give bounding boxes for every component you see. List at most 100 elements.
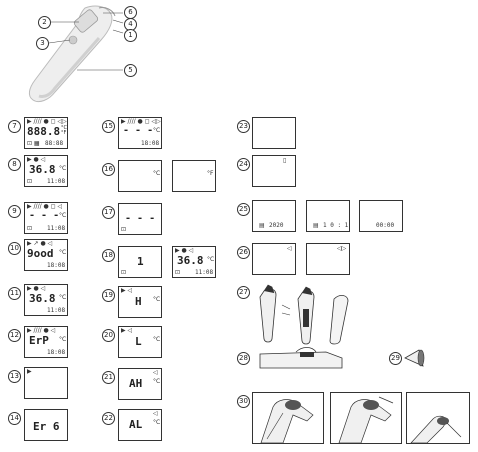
figure-12-clock: 18:08 — [47, 349, 66, 356]
figure-25-time: 00:00 — [376, 222, 395, 229]
figure-19-main-reading: H — [135, 295, 142, 308]
figure-9-main-reading: - - - — [29, 210, 60, 221]
figure-18-memory-icon: ⊡ — [121, 269, 127, 276]
figure-8-unit: °C — [59, 165, 67, 172]
figure-18-stored-unit: °C — [207, 256, 215, 263]
figure-26-display-a: ◁ — [252, 243, 296, 275]
figure-16-display-fahrenheit: °F — [172, 160, 216, 192]
figure-21-number: 21 — [102, 371, 115, 384]
figure-24-battery-icon: ▯ — [283, 157, 287, 164]
figure-26-number: 26 — [237, 246, 250, 259]
figure-9-clock: 11:08 — [47, 225, 66, 232]
figure-8-main-reading: 36.8 — [29, 163, 56, 176]
figure-19-display: ▶ ◁ H °C — [118, 286, 162, 318]
figure-13-display: ▶ — [24, 367, 68, 399]
figure-20-unit: °C — [153, 336, 161, 343]
figure-9-status-icons: ▶ //// ● ◻ ◁ — [27, 203, 63, 210]
figure-22-status-icon: ◁ — [153, 410, 158, 417]
figure-18-display-reading: ▶ ● ◁ 36.8 °C ⊡ 11:08 — [172, 246, 216, 278]
figure-25-year-icon: ▤ — [259, 222, 265, 229]
figure-8-status-icons: ▶ ● ◁ — [27, 156, 46, 163]
figure-26-display-b: ◁▷ — [306, 243, 350, 275]
figure-18-stored-clock: 11:08 — [195, 269, 214, 276]
figure-21-status-icon: ◁ — [153, 369, 158, 376]
figure-29-lens-illustration — [404, 349, 425, 367]
callout-2: 2 — [38, 16, 51, 29]
figure-9-unit: °C — [59, 212, 67, 219]
figure-29-number: 29 — [389, 352, 402, 365]
figure-18-display-index: 1 ⊡ — [118, 246, 162, 278]
figure-18-memory-index: 1 — [137, 255, 144, 268]
figure-25-display-year: ▤ 2020 — [252, 200, 296, 232]
figure-7-display: ▶ //// ● ◻ ◁▷ 888.8 °C °F ⊡ ▦ 88:88 — [24, 117, 68, 149]
figure-7-status-icons: ▶ //// ● ◻ ◁▷ — [27, 118, 67, 125]
thermometer-illustration — [28, 5, 124, 103]
figure-15-status-icons: ▶ //// ● ◻ ◁▷ — [121, 118, 161, 125]
figure-11-number: 11 — [8, 287, 21, 300]
figure-18-stored-reading: 36.8 — [177, 254, 204, 267]
figure-11-main-reading: 36.8 — [29, 292, 56, 305]
figure-14-main-reading: Er 6 — [33, 420, 60, 433]
figure-24-number: 24 — [237, 158, 250, 171]
figure-11-display: ▶ ● ◁ 36.8 °C 11:08 — [24, 284, 68, 316]
figure-18-number: 18 — [102, 249, 115, 262]
figure-17-number: 17 — [102, 206, 115, 219]
figure-25-year: 2020 — [269, 222, 284, 229]
figure-11-unit: °C — [59, 294, 67, 301]
figure-18-status-icons: ▶ ● ◁ — [175, 247, 194, 254]
figure-19-unit: °C — [153, 296, 161, 303]
figure-30-panel-3-illustration — [410, 415, 462, 443]
figure-25-date: 1 0 : 1 — [323, 222, 349, 229]
figure-12-unit: °C — [59, 336, 67, 343]
figure-16-display-celsius: °C — [118, 160, 162, 192]
figure-21-unit: °C — [153, 378, 161, 385]
callout-5: 5 — [124, 64, 137, 77]
figure-20-number: 20 — [102, 329, 115, 342]
figure-9-number: 9 — [8, 205, 21, 218]
figure-16-number: 16 — [102, 163, 115, 176]
figure-7-memory-icons: ⊡ ▦ — [27, 140, 40, 147]
callout-1: 1 — [124, 29, 137, 42]
figure-25-display-time: 00:00 — [359, 200, 403, 232]
figure-9-display: ▶ //// ● ◻ ◁ - - - °C ⊡ 11:08 — [24, 202, 68, 234]
figure-10-number: 10 — [8, 242, 21, 255]
figure-9-memory-icon: ⊡ — [27, 225, 33, 232]
figure-17-memory-icon: ⊡ — [121, 226, 127, 233]
figure-27-probe-cover-illustration — [259, 284, 349, 345]
figure-7-clock: 88:88 — [45, 140, 64, 147]
figure-20-display: ▶ ◁ L °C — [118, 326, 162, 358]
figure-10-status-icons: ▶ ↗ ● ◁ — [27, 240, 53, 247]
figure-26-sound-icon: ◁ — [287, 245, 292, 252]
figure-17-display: - - - ⊡ — [118, 203, 162, 235]
figure-30-panel-2-illustration — [338, 396, 394, 443]
figure-23-number: 23 — [237, 120, 250, 133]
figure-25-date-icon: ▤ — [313, 222, 319, 229]
figure-15-main-reading: - - - — [123, 125, 154, 136]
figure-23-display — [252, 117, 296, 149]
figure-20-status-icons: ▶ ◁ — [121, 327, 133, 334]
figure-12-main-reading: ErP — [29, 334, 49, 347]
figure-21-main-reading: AH — [129, 377, 143, 390]
figure-15-number: 15 — [102, 120, 115, 133]
figure-25-number: 25 — [237, 203, 250, 216]
figure-7-main-reading: 888.8 — [27, 125, 61, 138]
figure-10-unit: °C — [59, 249, 67, 256]
figure-13-number: 13 — [8, 370, 21, 383]
figure-17-main-reading: - - - — [125, 213, 156, 224]
figure-8-memory-icon: ⊡ — [27, 178, 33, 185]
figure-15-unit: °C — [153, 127, 161, 134]
figure-12-display: ▶ //// ● ◁ ErP °C 18:08 — [24, 326, 68, 358]
figure-24-display: ▯ — [252, 155, 296, 187]
figure-8-number: 8 — [8, 158, 21, 171]
figure-10-display: ▶ ↗ ● ◁ 9ood °C 18:08 — [24, 239, 68, 271]
figure-10-clock: 18:08 — [47, 262, 66, 269]
figure-13-status-icon: ▶ — [27, 368, 32, 375]
figure-12-number: 12 — [8, 329, 21, 342]
figure-22-display: ◁ AL °C — [118, 409, 162, 441]
figure-26-sound-on-icon: ◁▷ — [337, 245, 347, 252]
figure-30-panel-1-illustration — [260, 399, 314, 443]
figure-20-main-reading: L — [135, 335, 142, 348]
figure-25-display-date: ▤ 1 0 : 1 — [306, 200, 350, 232]
callout-3: 3 — [36, 37, 49, 50]
figure-16-unit-celsius: °C — [153, 170, 161, 177]
